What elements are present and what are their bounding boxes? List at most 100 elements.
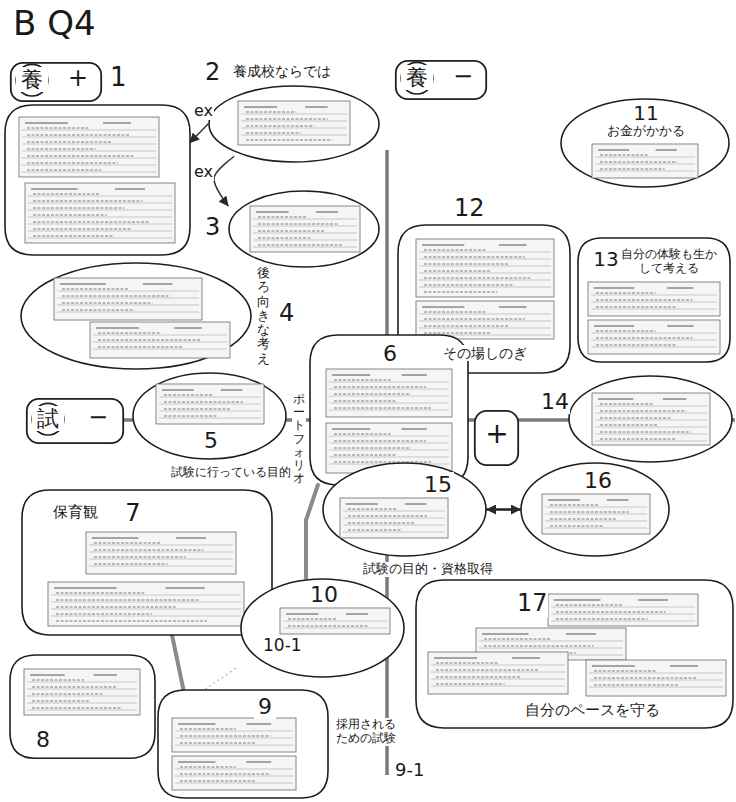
title: B Q4 <box>12 4 97 43</box>
connector <box>214 157 234 206</box>
card-cluster: 7保育観 <box>22 490 272 635</box>
card-face <box>86 532 236 574</box>
cluster-number: 11 <box>632 102 660 125</box>
index-card <box>428 652 568 694</box>
card-face <box>326 369 452 417</box>
card-cluster: 4後ろ向きな考え <box>20 262 252 370</box>
card-rule-lines <box>22 130 156 172</box>
card-handwriting <box>180 729 271 743</box>
card-face <box>588 282 720 316</box>
cluster-outline <box>416 580 733 728</box>
card-heading-scribble <box>594 287 694 288</box>
card-face <box>238 101 350 145</box>
card-heading-scribble <box>92 537 206 538</box>
tag-box <box>475 411 518 465</box>
card-handwriting <box>348 509 427 530</box>
card-rule-lines <box>253 219 357 247</box>
handwritten-note: 10-1 <box>262 636 303 656</box>
index-card <box>48 582 244 626</box>
cluster-outline-layer <box>158 690 328 798</box>
quadrant-tag: 養+ <box>10 62 102 102</box>
tag-mark: 試 <box>32 406 64 431</box>
card-heading-scribble <box>256 211 338 212</box>
handwritten-note: お金がかかる <box>580 124 712 139</box>
tag-mark: + <box>62 65 94 93</box>
card-heading-scribble <box>54 587 205 588</box>
card-face <box>250 206 360 252</box>
cluster-number: 9 <box>254 694 276 719</box>
index-card <box>250 206 360 252</box>
quadrant-tag: + <box>474 410 519 466</box>
handwritten-note: 試験の目的・資格取得 <box>362 562 494 577</box>
card-cluster: 2養成校ならでは <box>208 85 380 163</box>
index-card <box>90 322 230 358</box>
connector <box>190 124 208 143</box>
card-face <box>428 652 568 694</box>
connector <box>487 508 520 511</box>
card-handwriting <box>258 217 343 245</box>
card-rule-lines <box>89 545 233 566</box>
cluster-outline <box>158 690 328 798</box>
circle-mark <box>16 64 48 96</box>
card-cluster: 15試験の目的・資格取得 <box>322 462 487 557</box>
handwritten-note: 自分の体験も生かして考える <box>620 248 718 276</box>
card-rule-lines <box>545 507 647 528</box>
card-heading-scribble <box>346 503 426 504</box>
handwritten-note: 採用されるための試験 <box>334 718 398 746</box>
card-handwriting <box>334 434 431 462</box>
cluster-outline <box>10 655 155 758</box>
card-rule-lines <box>419 314 551 335</box>
index-card <box>592 393 710 445</box>
card-face <box>592 144 698 178</box>
card-face <box>24 669 140 715</box>
card-face <box>416 301 554 339</box>
card-heading-scribble <box>332 374 427 375</box>
card-cluster: 14 <box>568 375 733 463</box>
handwritten-note: ポートフォリオ <box>292 393 306 485</box>
cluster-outline-layer <box>208 85 380 163</box>
card-heading-scribble <box>31 188 145 189</box>
cluster-outline <box>22 490 272 635</box>
cluster-outline <box>398 225 570 373</box>
index-card <box>588 282 720 316</box>
cluster-number: 12 <box>453 195 486 223</box>
tag-box <box>11 63 101 101</box>
handwritten-note: 後ろ向きな考え <box>256 266 271 366</box>
cluster-number: 10 <box>308 582 340 607</box>
card-heading-scribble <box>96 327 202 328</box>
card-handwriting <box>62 289 170 310</box>
card-cluster: 1 <box>5 105 190 255</box>
cluster-ellipse <box>521 463 669 556</box>
card-face <box>172 718 296 752</box>
card-heading-scribble <box>548 499 628 500</box>
card-cluster: 12その場しのぎ <box>398 225 570 373</box>
cluster-ellipse <box>229 191 379 267</box>
index-card <box>24 669 140 715</box>
cluster-number: 5 <box>195 428 227 453</box>
card-handwriting <box>33 194 149 236</box>
card-handwriting <box>94 543 204 564</box>
card-heading-scribble <box>594 325 694 326</box>
index-card <box>588 320 720 354</box>
handwritten-note: 自分のペースを守る <box>516 702 668 719</box>
handwritten-note: その場しのぎ <box>414 345 556 361</box>
card-heading-scribble <box>422 306 526 307</box>
cluster-number: 8 <box>32 727 54 752</box>
card-heading-scribble <box>422 244 526 245</box>
cluster-ellipse <box>569 376 732 462</box>
index-card <box>326 369 452 417</box>
card-face <box>19 117 159 177</box>
card-face <box>588 320 720 354</box>
index-card <box>156 384 264 424</box>
card-handwriting <box>600 404 691 439</box>
card-rule-lines <box>51 595 241 616</box>
index-card <box>54 278 202 320</box>
card-cluster: 5 <box>132 372 287 460</box>
card-handwriting <box>288 619 368 626</box>
card-cluster: 16 <box>520 462 670 557</box>
edge-label: ex <box>193 163 214 181</box>
card-handwriting <box>556 605 666 619</box>
card-rule-lines <box>241 114 347 135</box>
card-heading-scribble <box>434 657 540 658</box>
